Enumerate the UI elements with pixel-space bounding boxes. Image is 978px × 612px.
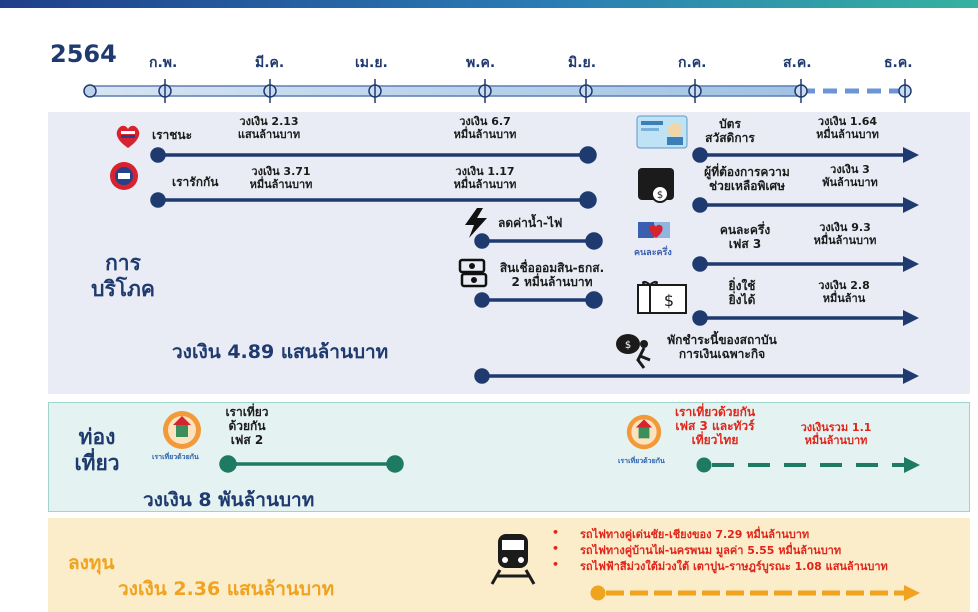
lightning-icon	[462, 208, 490, 238]
gsb-loan-label-line2: 2 หมื่นล้านบาท	[511, 274, 593, 289]
tourism-phase2-bar	[219, 455, 404, 473]
tourism-phase3-logo	[624, 412, 664, 452]
tourism-panel	[48, 402, 970, 512]
half-half-amount-line1: วงเงิน 9.3	[819, 221, 871, 234]
rao-rak-kan-amount2-line2: หมื่นล้านบาท	[453, 177, 517, 191]
special-help-amount-line2: พันล้านบาท	[822, 175, 878, 189]
rao-chana-amount1-line2: แสนล้านบาท	[237, 127, 301, 141]
top-gradient-bar	[0, 0, 978, 8]
debt-pause-arrow	[474, 368, 919, 384]
month-label-aug: ส.ค.	[783, 55, 812, 71]
investment-arrow	[590, 585, 920, 601]
special-help-label-line2: ช่วยเหลือพิเศษ	[708, 178, 786, 193]
half-half-label-line2: เฟส 3	[728, 236, 762, 251]
tourism-phase2-line2: ด้วยกัน	[228, 418, 266, 433]
tourism-phase3-amount-line2: หมื่นล้านบาท	[804, 433, 868, 447]
half-half-amount-line2: หมื่นล้านบาท	[813, 233, 877, 247]
debt-pause-label-line2: การเงินเฉพาะกิจ	[678, 346, 766, 361]
tourism-title-line1: ท่อง	[78, 425, 116, 449]
rao-chana-bar	[150, 146, 597, 164]
tourism-phase3-arrow	[696, 457, 920, 473]
utility-bar	[474, 232, 603, 250]
main-timeline	[83, 79, 912, 103]
train-icon	[488, 532, 538, 586]
rao-rak-kan-amount2-line1: วงเงิน 1.17	[455, 165, 515, 178]
tourism-phase3-logo-text: เราเที่ยวด้วยกัน	[618, 457, 665, 465]
tourism-phase2-line3: เฟส 2	[230, 432, 264, 447]
rao-chana-amount2-line1: วงเงิน 6.7	[459, 115, 511, 128]
gift-money-icon: $	[636, 278, 688, 316]
debt-bag-icon: $	[614, 330, 654, 370]
tourism-logo	[160, 408, 204, 452]
timeline-year: 2564	[50, 40, 117, 68]
spend-more-arrow	[692, 310, 919, 326]
consumption-title-line2: บริโภค	[91, 277, 155, 302]
consumption-title-line1: การ	[105, 251, 141, 275]
consumption-budget: วงเงิน 4.89 แสนล้านบาท	[172, 341, 389, 363]
rao-rak-kan-amount1-line2: หมื่นล้านบาท	[249, 177, 313, 191]
rao-rak-kan-bar	[150, 191, 597, 209]
investment-title: ลงทุน	[68, 552, 115, 574]
money-exchange-icon	[456, 258, 490, 288]
half-half-logo-text: คนละครึ่ง	[634, 248, 672, 258]
tourism-budget: วงเงิน 8 พันล้านบาท	[143, 489, 315, 511]
welfare-card-amount-line2: หมื่นล้านบาท	[816, 127, 879, 141]
wallet-coin-icon: $	[636, 166, 680, 206]
investment-item-1: รถไฟทางคู่เด่นชัย-เชียงของ 7.29 หมื่นล้า…	[580, 528, 810, 541]
rao-chana-label: เราชนะ	[152, 128, 193, 142]
rao-chana-amount1-line1: วงเงิน 2.13	[239, 115, 299, 128]
special-help-arrow	[692, 197, 919, 213]
tourism-phase3-amount-line1: วงเงินรวม 1.1	[800, 421, 872, 434]
welfare-card-arrow	[692, 147, 919, 163]
month-label-jun: มิ.ย.	[568, 55, 597, 71]
month-label-may: พ.ค.	[466, 55, 496, 71]
investment-item-3: รถไฟฟ้าสีม่วงใต้ม่วงใต้ เตาปูน-ราษฎร์บูร…	[580, 560, 888, 573]
month-label-feb: ก.พ.	[149, 55, 178, 71]
spend-more-amount-line1: วงเงิน 2.8	[818, 279, 870, 292]
tourism-phase3-line1: เราเที่ยวด้วยกัน	[674, 405, 756, 419]
welfare-card-label-line1: บัตร	[719, 117, 741, 131]
gsb-loan-label-line1: สินเชื่อออมสิน-ธกส.	[499, 261, 605, 275]
welfare-card-icon	[636, 114, 688, 150]
utility-label: ลดค่าน้ำ-ไฟ	[498, 216, 563, 230]
gsb-loan-bar	[474, 291, 603, 309]
investment-item-2: รถไฟทางคู่บ้านไผ่-นครพนม มูลค่า 5.55 หมื…	[580, 544, 842, 557]
svg-text:$: $	[625, 340, 631, 351]
half-half-arrow	[692, 256, 919, 272]
welfare-card-label-line2: สวัสดิการ	[705, 130, 755, 145]
month-label-apr: เม.ย.	[355, 55, 388, 71]
rao-rak-kan-logo	[108, 160, 140, 192]
svg-text:$: $	[664, 291, 674, 310]
rao-chana-amount2-line2: หมื่นล้านบาท	[453, 127, 517, 141]
flag-heart-logo	[112, 120, 144, 152]
month-label-dec: ธ.ค.	[884, 55, 913, 71]
special-help-label-line1: ผู้ที่ต้องการความ	[704, 165, 790, 179]
half-half-label-line1: คนละครึ่ง	[719, 223, 771, 237]
tourism-phase2-line1: เราเที่ยว	[225, 405, 269, 419]
debt-pause-label-line1: พักชำระนี้ของสถาบัน	[667, 333, 777, 347]
tourism-phase3-line2: เฟส 3 และทัวร์	[675, 418, 755, 433]
month-label-mar: มี.ค.	[255, 55, 285, 71]
rao-rak-kan-amount1-line1: วงเงิน 3.71	[251, 165, 311, 178]
special-help-amount-line1: วงเงิน 3	[830, 163, 870, 176]
svg-text:$: $	[657, 190, 663, 201]
welfare-card-amount-line1: วงเงิน 1.64	[817, 115, 878, 128]
spend-more-label-line1: ยิ่งใช้	[728, 279, 756, 293]
spend-more-label-line2: ยิ่งได้	[728, 292, 756, 307]
heart-puzzle-icon	[634, 220, 680, 244]
tourism-title-line2: เที่ยว	[74, 451, 120, 476]
month-label-jul: ก.ค.	[678, 55, 707, 71]
tourism-logo-text: เราเที่ยวด้วยกัน	[152, 453, 199, 461]
investment-budget: วงเงิน 2.36 แสนล้านบาท	[118, 578, 335, 600]
spend-more-amount-line2: หมื่นล้าน	[822, 291, 866, 305]
consumption-panel	[48, 112, 970, 394]
rao-rak-kan-label: เรารักกัน	[172, 175, 219, 189]
tourism-phase3-line3: เที่ยวไทย	[691, 432, 739, 447]
